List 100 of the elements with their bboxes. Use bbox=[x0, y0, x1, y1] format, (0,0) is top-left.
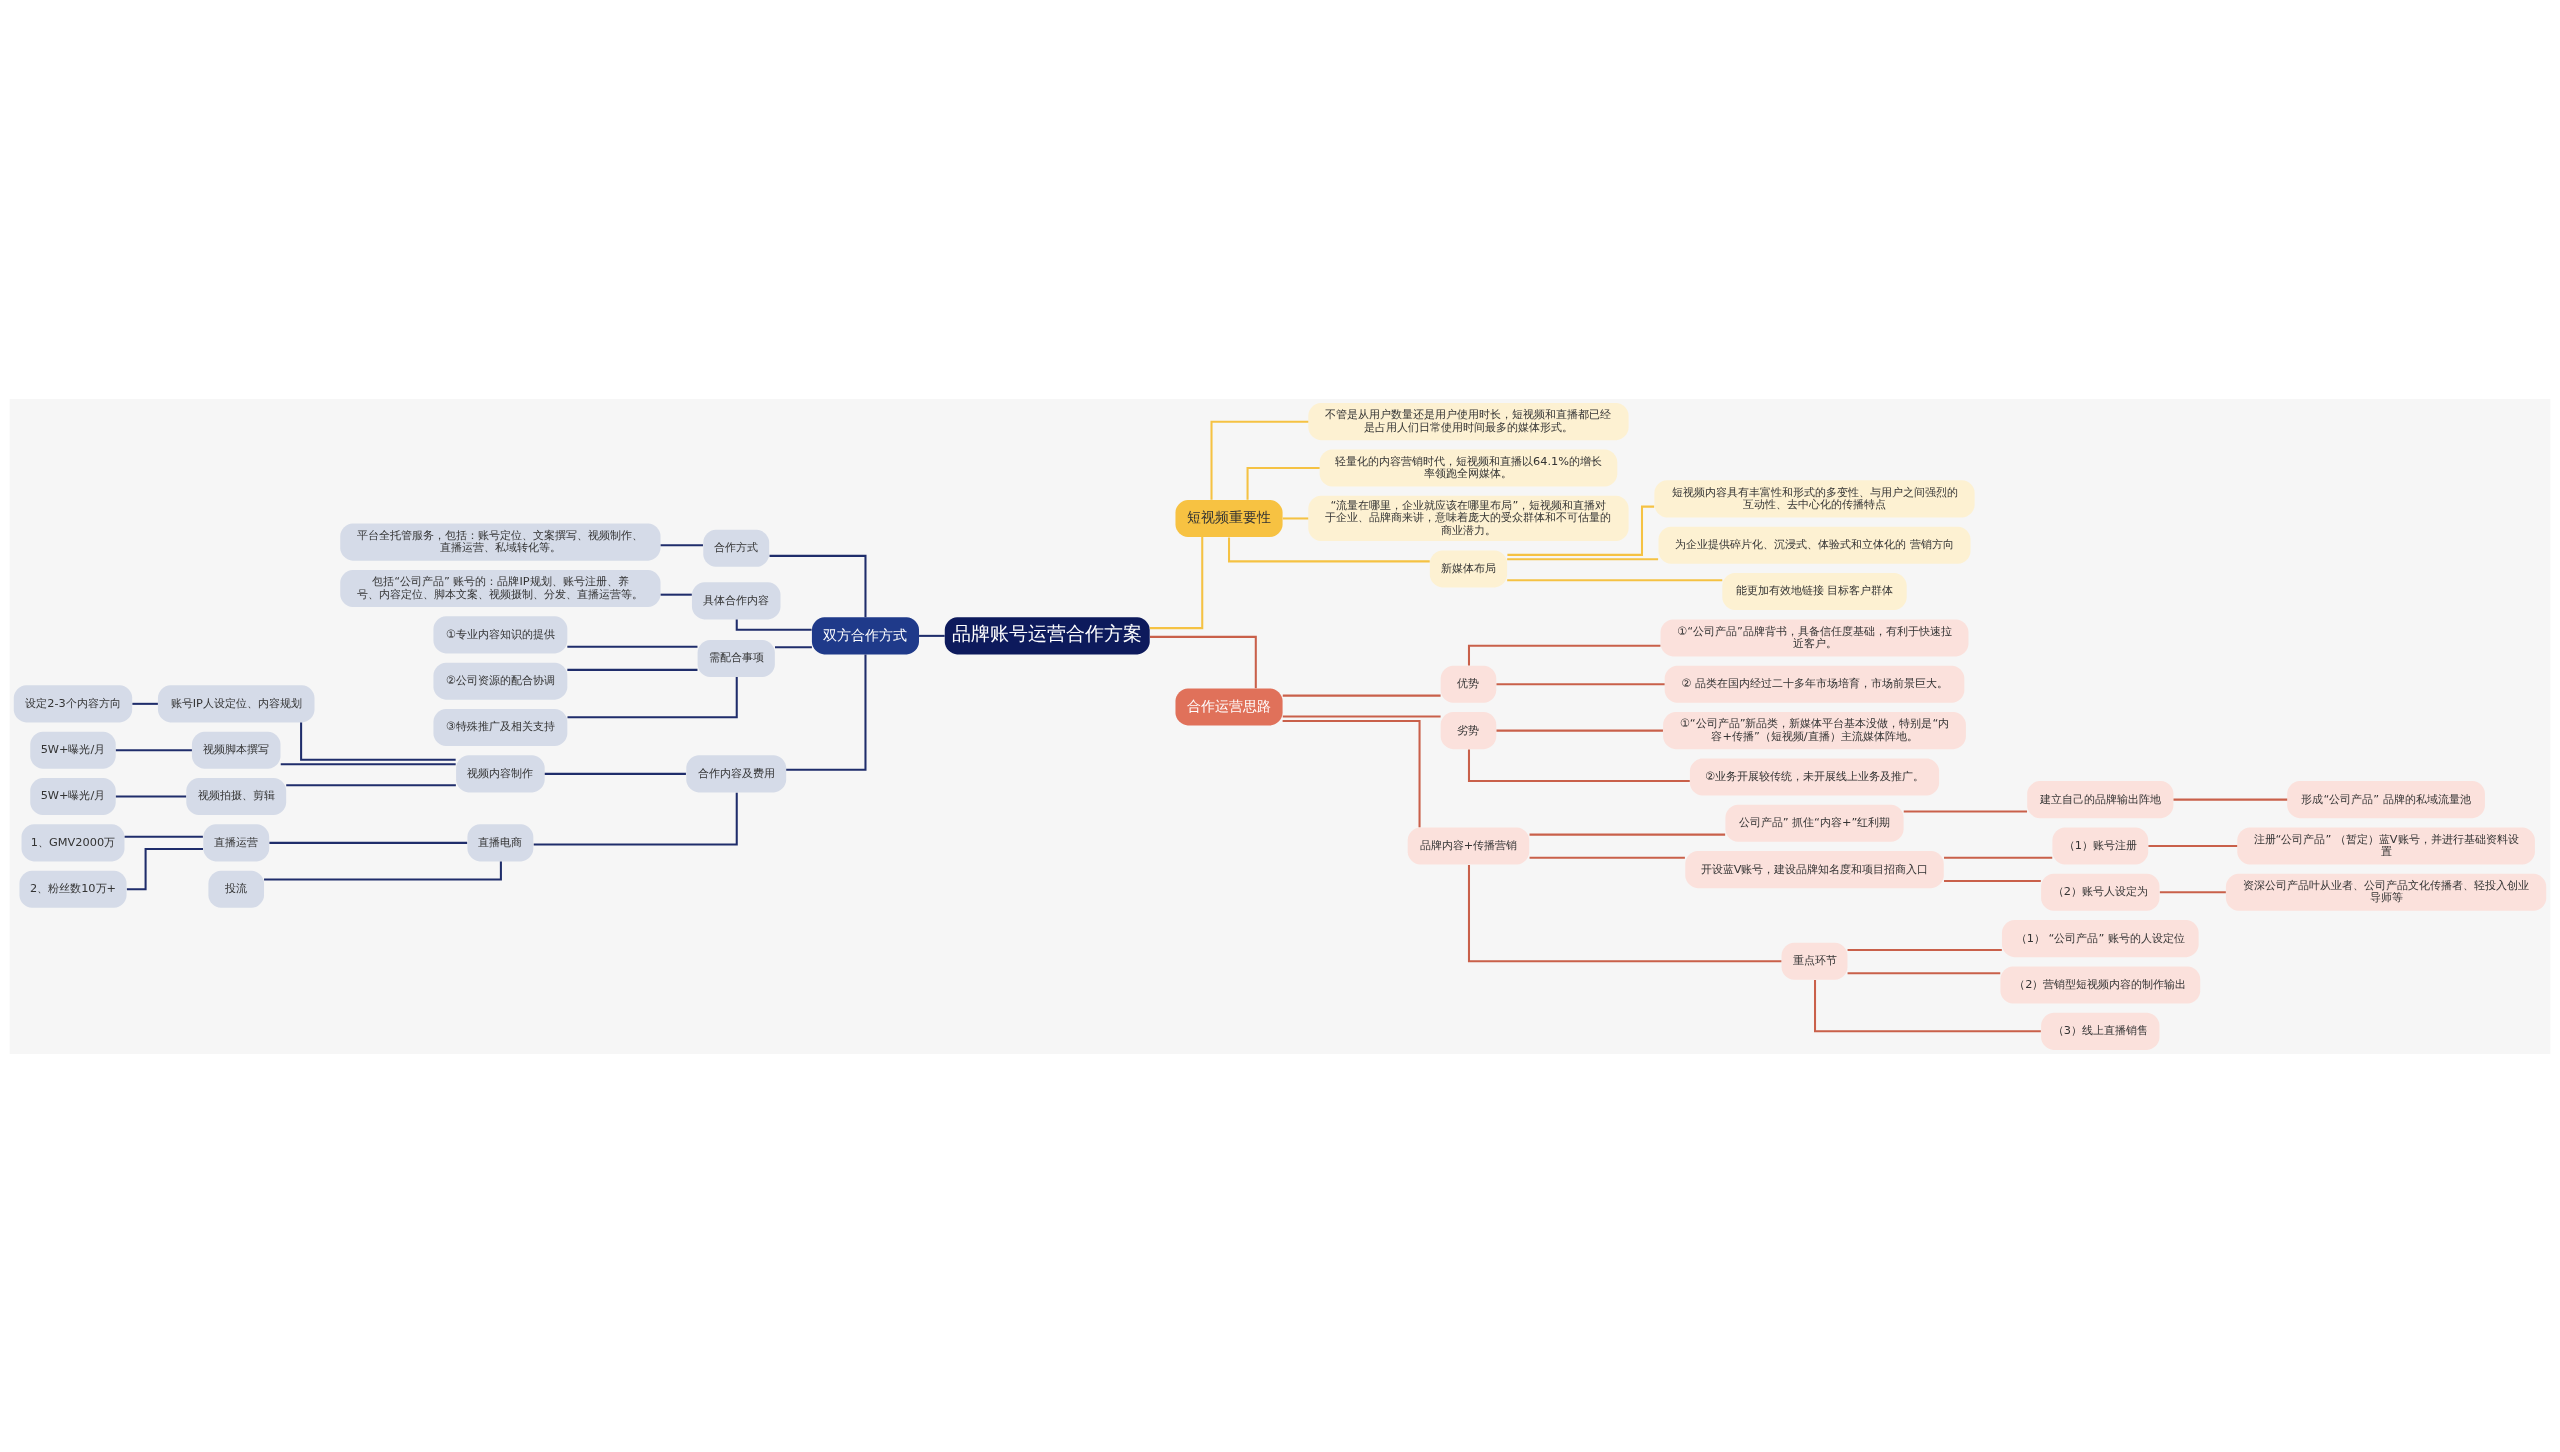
node-box: 1、GMV2000万 bbox=[21, 823, 125, 861]
connector bbox=[919, 634, 945, 637]
node-box: 合作内容及费用 bbox=[686, 754, 787, 792]
connector bbox=[1467, 644, 1661, 665]
node-box: 视频拍摄、剪辑 bbox=[186, 777, 287, 815]
connector bbox=[2159, 890, 2226, 893]
node-box: （1）账号注册 bbox=[2052, 826, 2149, 864]
connector bbox=[115, 795, 187, 798]
node-box: 品牌账号运营合作方案 bbox=[944, 616, 1150, 654]
node-box: 注册“公司产品” （暂定）蓝V账号，并进行基础资料设置 bbox=[2237, 826, 2535, 864]
connector bbox=[1814, 979, 2041, 1032]
node-box: 投流 bbox=[208, 870, 265, 908]
connector bbox=[132, 702, 158, 705]
node-box: ②公司资源的配合协调 bbox=[433, 662, 568, 700]
node-box: 包括“公司产品” 账号的：品牌IP规划、账号注册、养号、内容定位、脚本文案、视频摄制、分发、直播运营等。 bbox=[340, 569, 661, 607]
connector bbox=[269, 841, 468, 844]
node-box: 直播电商 bbox=[467, 823, 534, 861]
connector bbox=[660, 593, 692, 596]
connector bbox=[1944, 856, 2053, 859]
connector bbox=[1944, 879, 2041, 882]
connector bbox=[1507, 578, 1723, 581]
node-box: 需配合事项 bbox=[697, 639, 775, 677]
node-box: ③特殊推广及相关支持 bbox=[433, 708, 568, 746]
node-box: 形成“公司产品” 品牌的私域流量池 bbox=[2287, 780, 2485, 818]
connector bbox=[735, 619, 812, 631]
node-box: 资深公司产品叶从业者、公司产品文化传播者、轻投入创业导师等 bbox=[2225, 873, 2547, 911]
node-box: （2）账号人设定为 bbox=[2041, 873, 2160, 911]
connector bbox=[1228, 536, 1430, 562]
connector bbox=[1847, 971, 2001, 974]
node-box: 不管是从用户数量还是用户使用时长，短视频和直播都已经是占用人们日常使用时间最多的媒体形式。 bbox=[1308, 402, 1629, 440]
connector bbox=[300, 721, 456, 761]
node-box: 劣势 bbox=[1440, 711, 1497, 749]
connector bbox=[1847, 948, 2002, 951]
connector bbox=[286, 783, 456, 786]
node-box: 优势 bbox=[1440, 665, 1497, 703]
node-box: 公司产品” 抓住“内容+”红利期 bbox=[1725, 804, 1904, 842]
node-box: 账号IP人设定位、内容规划 bbox=[157, 684, 315, 722]
node-box: 2、粉丝数10万+ bbox=[19, 870, 127, 908]
connector bbox=[2173, 798, 2288, 801]
connector bbox=[1467, 864, 1782, 962]
connector bbox=[1496, 682, 1665, 685]
node-box: （1） “公司产品” 账号的人设定位 bbox=[2001, 919, 2199, 957]
connector bbox=[775, 645, 812, 648]
node-box: ①“公司产品”新品类，新媒体平台基本没做，特别是“内容+传播”（短视频/直播）主流媒体阵地。 bbox=[1663, 711, 1966, 749]
node-box: 具体合作内容 bbox=[691, 581, 781, 619]
node-box: 开设蓝V账号，建设品牌知名度和项目招商入口 bbox=[1685, 850, 1944, 888]
node-box: 5W+曝光/月 bbox=[30, 777, 116, 815]
connector bbox=[1507, 557, 1659, 560]
connector bbox=[786, 654, 867, 771]
connector bbox=[1149, 536, 1204, 629]
node-box: 品牌内容+传播营销 bbox=[1407, 826, 1530, 864]
connector bbox=[1496, 729, 1663, 732]
node-box: 双方合作方式 bbox=[811, 616, 920, 654]
node-box: （3）线上直播销售 bbox=[2041, 1012, 2160, 1050]
connector bbox=[567, 676, 738, 718]
node-box: 平台全托管服务，包括：账号定位、文案撰写、视频制作、直播运营、私域转化等。 bbox=[340, 523, 661, 561]
connector bbox=[544, 772, 686, 775]
connector bbox=[1282, 719, 1421, 827]
node-box: 新媒体布局 bbox=[1429, 549, 1508, 587]
connector bbox=[115, 748, 192, 751]
connector bbox=[2148, 844, 2238, 847]
node-box: 建立自己的品牌输出阵地 bbox=[2027, 780, 2174, 818]
node-box: 直播运营 bbox=[203, 823, 270, 861]
node-box: 视频内容制作 bbox=[456, 754, 545, 792]
connector bbox=[1529, 833, 1726, 836]
node-box: ②业务开展较传统，未开展线上业务及推广。 bbox=[1689, 757, 1940, 795]
node-box: （2）营销型短视频内容的制作输出 bbox=[2000, 965, 2201, 1004]
connector bbox=[1529, 856, 1685, 859]
connector bbox=[1507, 505, 1655, 556]
node-box: 能更加有效地链接 目标客户群体 bbox=[1722, 572, 1907, 610]
connector bbox=[660, 543, 703, 546]
connector bbox=[1210, 420, 1309, 500]
node-box: 短视频内容具有丰富性和形式的多变性、与用户之间强烈的互动性、去中心化的传播特点 bbox=[1654, 479, 1975, 517]
node-box: 为企业提供碎片化、沉浸式、体验式和立体化的 营销方向 bbox=[1658, 526, 1971, 564]
connector bbox=[533, 792, 738, 845]
connector bbox=[280, 762, 456, 765]
node-box: 重点环节 bbox=[1781, 942, 1848, 980]
connector bbox=[769, 554, 867, 617]
node-box: 视频脚本撰写 bbox=[191, 731, 281, 769]
connector bbox=[264, 861, 502, 880]
node-box: ①“公司产品”品牌背书，具备信任度基础，有利于快速拉近客户。 bbox=[1660, 618, 1969, 656]
connector bbox=[1282, 694, 1441, 697]
connector bbox=[1467, 748, 1690, 782]
connector bbox=[567, 668, 698, 671]
node-box: 合作运营思路 bbox=[1175, 687, 1283, 725]
node-box: “流量在哪里，企业就应该在哪里布局”，短视频和直播对于企业、品牌商来讲，意味着庞大的受众群体和不可估量的商业潜力。 bbox=[1308, 495, 1629, 541]
connector bbox=[1246, 466, 1320, 500]
node-box: 合作方式 bbox=[703, 529, 770, 567]
node-box: 短视频重要性 bbox=[1175, 499, 1283, 537]
node-box: ② 品类在国内经过二十多年市场培育，市场前景巨大。 bbox=[1664, 665, 1965, 703]
connector bbox=[1903, 809, 2028, 812]
connector bbox=[1282, 715, 1441, 718]
connector bbox=[124, 835, 203, 838]
connector bbox=[126, 847, 203, 890]
node-box: 5W+曝光/月 bbox=[30, 731, 116, 769]
node-box: 设定2-3个内容方向 bbox=[13, 684, 133, 722]
connector bbox=[1282, 516, 1309, 519]
node-box: ①专业内容知识的提供 bbox=[433, 615, 568, 653]
connector bbox=[1150, 635, 1257, 688]
node-box: 轻量化的内容营销时代，短视频和直播以64.1%的增长率领跑全网媒体。 bbox=[1319, 448, 1618, 487]
